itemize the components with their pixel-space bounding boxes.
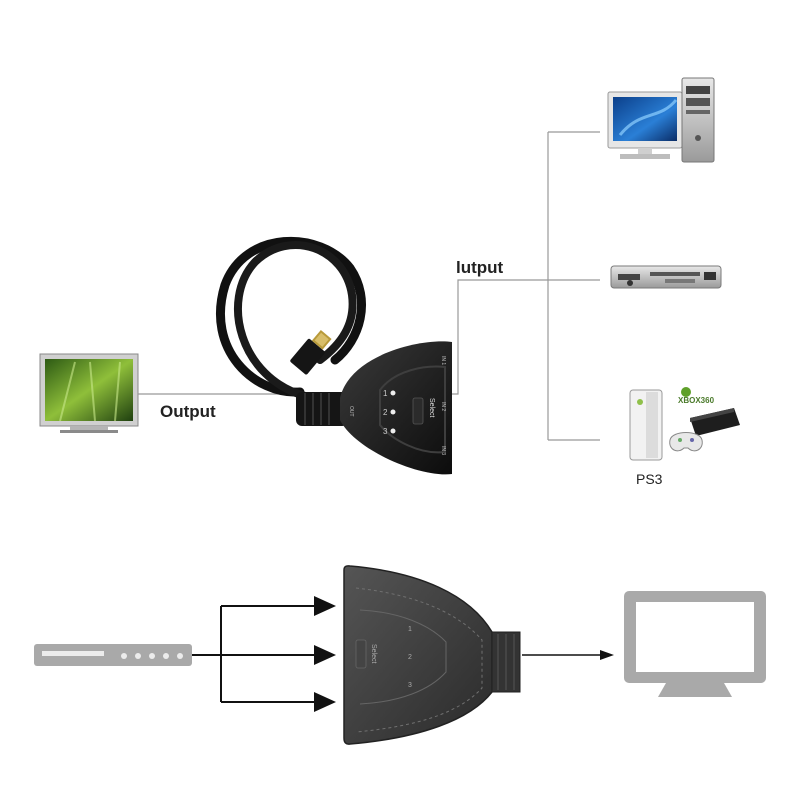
switch-num-1: 1 xyxy=(383,389,388,398)
bottom-num-3: 3 xyxy=(408,682,412,689)
input-arrows xyxy=(192,605,318,703)
bottom-select-label: Select xyxy=(370,644,377,664)
port-out-label: OUT xyxy=(348,406,354,417)
switch-num-2: 2 xyxy=(383,408,388,417)
output-label-left: Output xyxy=(160,402,216,421)
select-button xyxy=(412,397,424,425)
port-in1-label: IN 1 xyxy=(440,356,446,365)
hdmi-switch-diagram: Select 1 2 3 xyxy=(343,565,521,745)
ps3-label: PS3 xyxy=(636,471,663,487)
output-arrow xyxy=(522,650,614,660)
switch-num-3: 3 xyxy=(383,427,388,436)
hdmi-switch-photo: 1 2 3 Select IN 1 IN 2 IN 3 OUT xyxy=(296,341,452,475)
game-consoles-icon xyxy=(629,387,740,461)
bottom-num-1: 1 xyxy=(408,626,412,633)
display-monitor-icon xyxy=(624,591,766,697)
source-device-icon xyxy=(34,644,192,666)
desktop-computer-icon xyxy=(607,77,715,163)
select-label: Select xyxy=(428,398,435,418)
xbox-label: XBOX360 xyxy=(678,396,715,405)
bottom-num-2: 2 xyxy=(408,654,412,661)
output-label-right: lutput xyxy=(456,258,504,277)
arrow-heads xyxy=(314,596,336,712)
port-in3-label: IN 3 xyxy=(440,446,446,455)
tv-icon xyxy=(39,353,139,433)
input-connector-lines xyxy=(452,131,600,441)
port-in2-label: IN 2 xyxy=(440,402,446,411)
dvd-player-icon xyxy=(610,265,722,289)
hdmi-cable xyxy=(216,236,367,400)
